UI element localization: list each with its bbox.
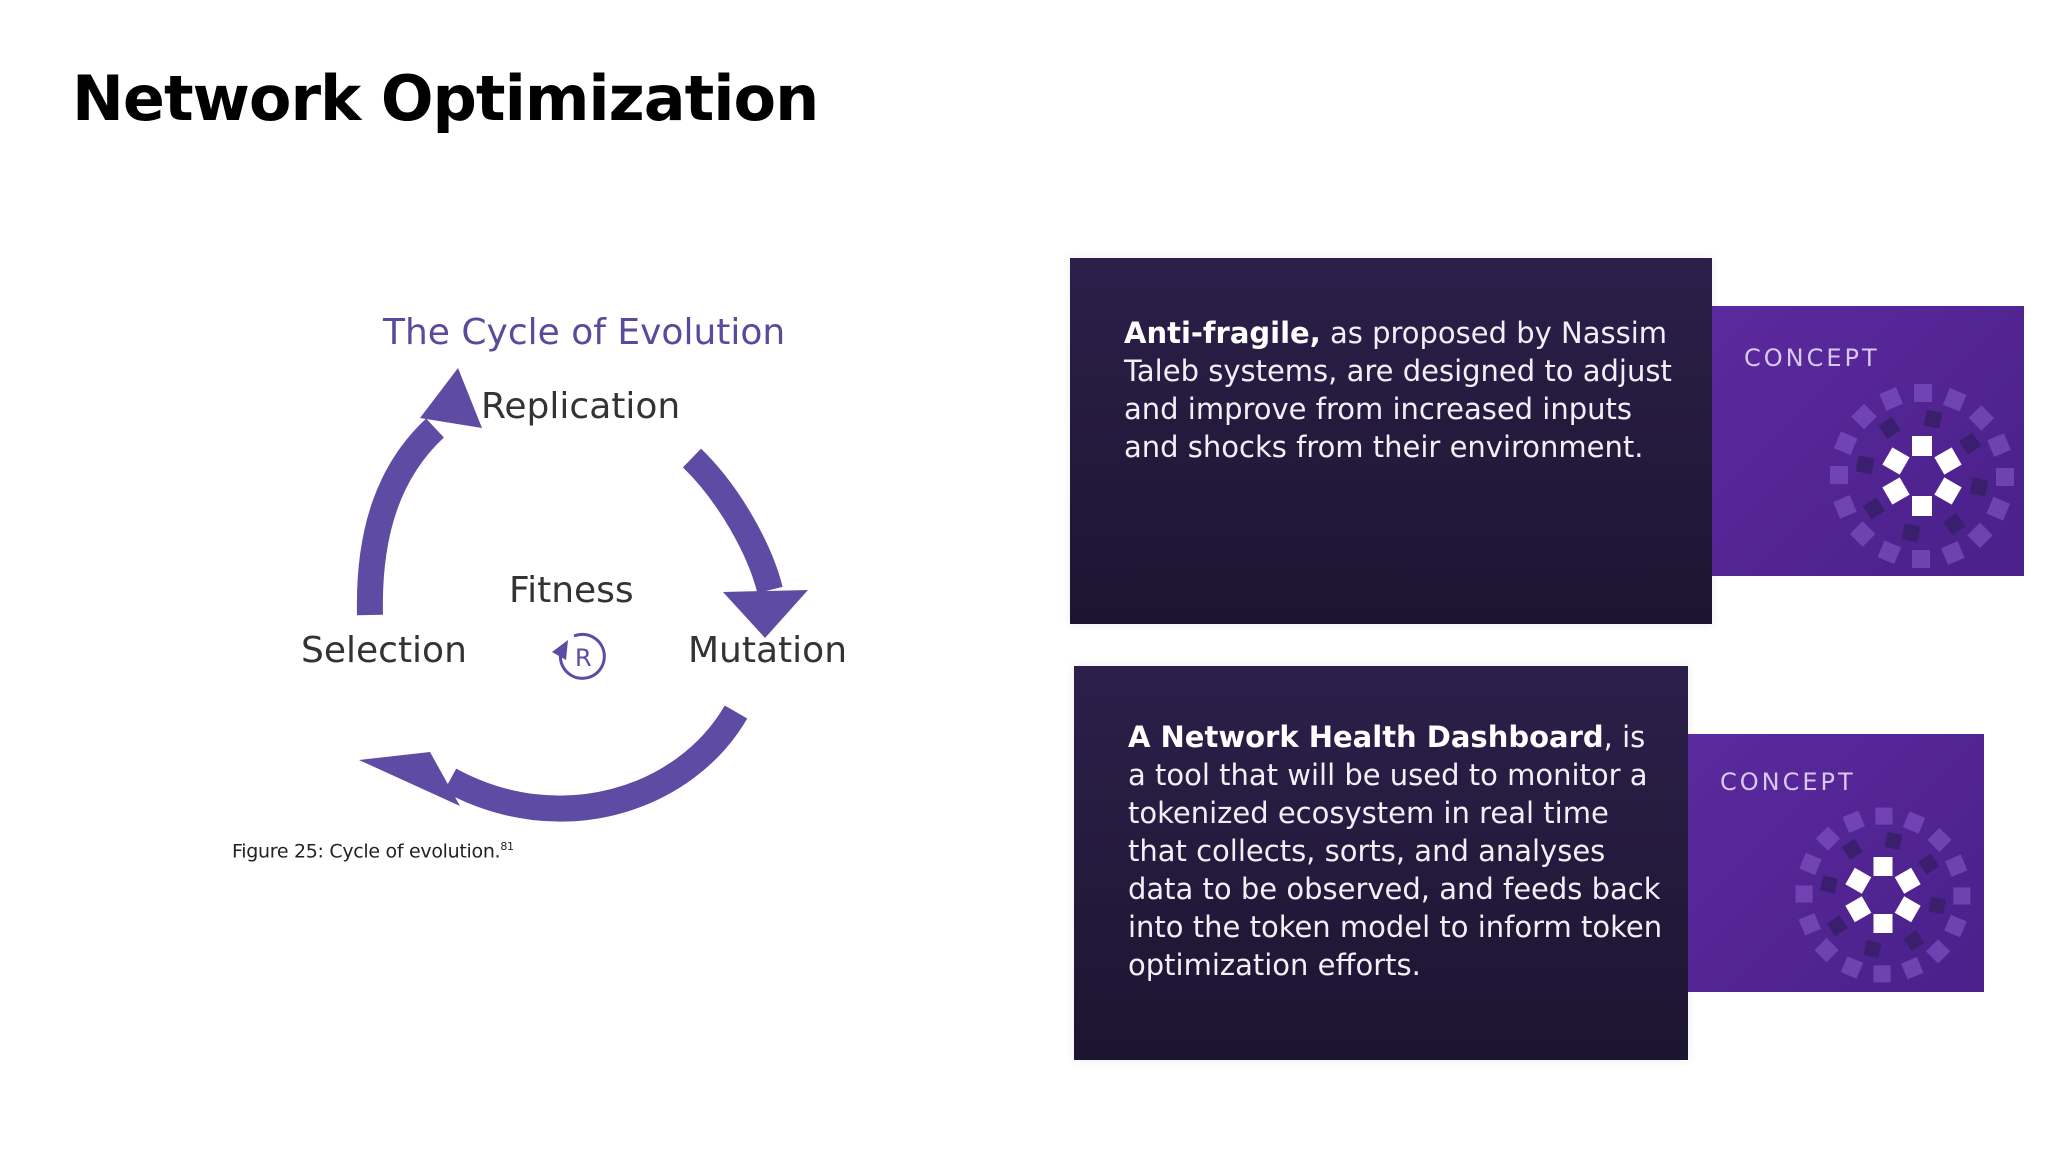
cycle-arrows: R bbox=[356, 368, 808, 822]
node-replication: Replication bbox=[481, 386, 681, 427]
concept-card-anti-fragile: Anti-fragile, as proposed by Nassim Tale… bbox=[1070, 258, 1712, 624]
center-symbol: R bbox=[575, 644, 592, 672]
node-selection: Selection bbox=[301, 630, 467, 671]
card-lead: A Network Health Dashboard bbox=[1128, 720, 1604, 754]
arrow-mutation-to-selection bbox=[443, 705, 748, 822]
card-lead: Anti-fragile, bbox=[1124, 316, 1321, 350]
concept-card-network-health-dashboard: A Network Health Dashboard, is a tool th… bbox=[1074, 666, 1688, 1060]
arrowhead-replication bbox=[420, 368, 482, 428]
caption-ref: 81 bbox=[500, 840, 514, 853]
arrowhead-selection bbox=[359, 752, 460, 806]
concept-tag-label: CONCEPT bbox=[1744, 344, 1880, 372]
page-title: Network Optimization bbox=[72, 62, 819, 135]
concept-tag: CONCEPT bbox=[1688, 734, 1984, 992]
node-mutation: Mutation bbox=[688, 630, 848, 671]
cycle-diagram: R The Cycle of Evolution Replication Fit… bbox=[230, 260, 930, 900]
node-fitness: Fitness bbox=[509, 570, 634, 611]
diagram-title: The Cycle of Evolution bbox=[383, 312, 786, 353]
concept-tag-label: CONCEPT bbox=[1720, 768, 1856, 796]
concept-pattern-icon bbox=[1830, 384, 2014, 568]
arrow-replication-to-mutation bbox=[682, 448, 783, 594]
card-text: Anti-fragile, as proposed by Nassim Tale… bbox=[1124, 314, 1684, 466]
card-body: as proposed by Nassim Taleb systems, are… bbox=[1124, 316, 1672, 464]
arrowhead-mutation bbox=[723, 590, 808, 638]
arrow-selection-to-replication bbox=[356, 418, 445, 616]
cycle-symbol-icon bbox=[558, 632, 606, 680]
card-body: , is a tool that will be used to monitor… bbox=[1128, 720, 1663, 982]
concept-pattern-icon bbox=[1795, 807, 1971, 983]
concept-tag: CONCEPT bbox=[1712, 306, 2024, 576]
figure-caption: Figure 25: Cycle of evolution.81 bbox=[232, 840, 514, 863]
card-text: A Network Health Dashboard, is a tool th… bbox=[1128, 718, 1668, 984]
